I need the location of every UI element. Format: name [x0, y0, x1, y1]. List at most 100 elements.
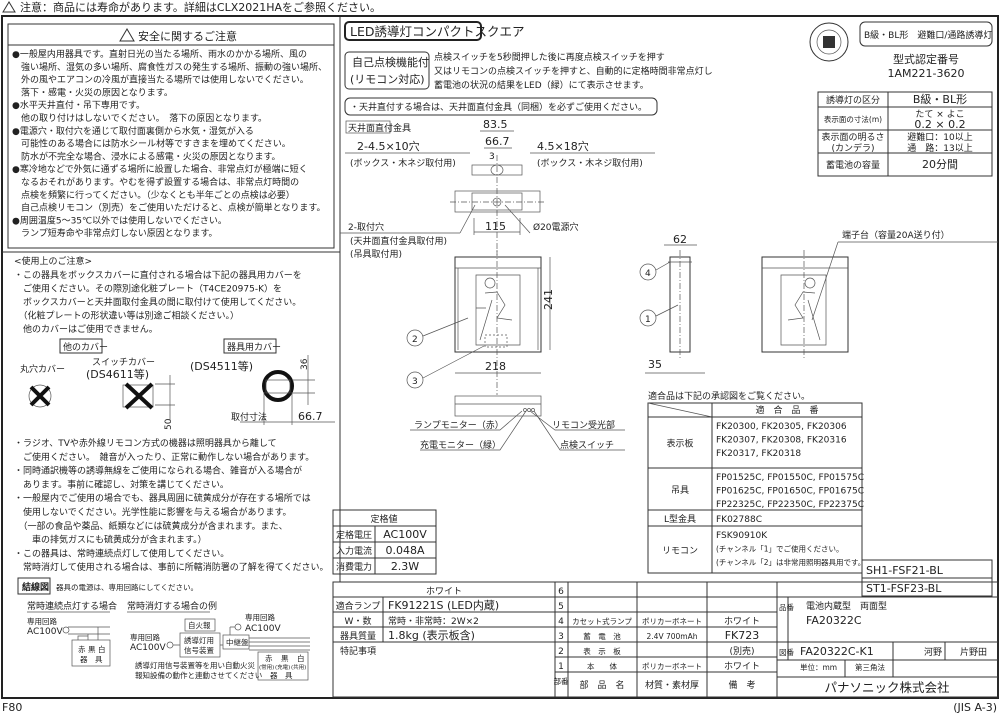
- callout-3: 3: [412, 377, 418, 387]
- rating-value: 0.048A: [385, 544, 424, 557]
- cert-value: 通 路：13以上: [907, 142, 972, 154]
- desc-line: 又はリモコンの点検スイッチを押すと、自動的に定格時間非常点灯し: [434, 65, 713, 77]
- desc-line: 点検スイッチを5秒間押した後に再度点検スイッチを押す: [434, 51, 665, 63]
- part-number: 2: [558, 647, 564, 657]
- part-name: 本 体: [587, 661, 617, 671]
- safety-line: ●一般屋内用器具です。直射日光の当たる場所、雨水のかかる場所、風の: [12, 48, 307, 60]
- usage-line: ご使用ください。 雑音が入ったり、正常に動作しない場合があります。: [14, 451, 314, 463]
- switch-cover-model: (DS4611等): [86, 367, 149, 381]
- callout-4: 4: [645, 269, 651, 279]
- approval-number: 1AM221-3620: [888, 67, 965, 80]
- mount-dim-label: 取付寸法: [231, 411, 267, 423]
- projection-label: 第三角法: [855, 662, 885, 672]
- wire-red-2: 赤: [265, 654, 273, 663]
- mount-use-1: (天井面直付金具取付用): [350, 235, 447, 247]
- rating-value: AC100V: [383, 528, 427, 541]
- callout-2: 2: [412, 335, 418, 345]
- spec-value: FK91221S (LED内蔵): [388, 598, 499, 612]
- cert-value: B級・BL形: [913, 93, 967, 106]
- safety-line: ●電源穴・取付穴を通じて取付面裏側から水気・湿気が入る: [12, 125, 254, 137]
- terminal-block-label: 端子台（容量20A送り付）: [842, 229, 950, 241]
- fixture-cover-label: 器具用カバー: [227, 342, 281, 353]
- spec-value: 1.8kg (表示板含): [388, 628, 475, 642]
- spec-key: 適合ランプ: [336, 600, 381, 612]
- mount-use-2: (吊具取付用): [350, 249, 402, 260]
- dim-218: 218: [485, 360, 506, 373]
- ac-label: AC100V: [27, 627, 63, 637]
- cert-value: 20分間: [922, 158, 958, 171]
- mount-hole-label: 2-取付穴: [348, 221, 384, 233]
- safety-line: 可能性のある場合には防水シール材等ですきまを埋めてください。: [12, 138, 291, 150]
- cert-key: 表示面の明るさ: [821, 131, 884, 143]
- approval-label: 型式認定番号: [893, 52, 959, 66]
- dim-66-7: 66.7: [298, 410, 323, 423]
- product-number: FA20322C: [806, 614, 862, 627]
- part-note: ホワイト: [724, 661, 760, 672]
- unit-label: 単位：mm: [800, 662, 837, 672]
- wiring-note-2a: 誘導灯用信号装置等を用い自動火災: [135, 660, 255, 670]
- usage-line: 車の排気ガスにも硫黄成分が含まれます。）: [14, 534, 207, 546]
- product-type: 電池内蔵型 両面型: [806, 600, 887, 612]
- wire-white: 白: [98, 644, 106, 654]
- compatible-value: FK20317, FK20318: [716, 449, 801, 459]
- part-number: 1: [558, 662, 564, 672]
- case1-title: 常時連続点灯する場合: [27, 600, 117, 612]
- spec-key: 特記事項: [340, 645, 376, 657]
- dedicated-circuit-label-2: 専用回路: [130, 632, 160, 642]
- round-cover-label: 丸穴カバー: [20, 363, 65, 375]
- usage-line: ・一般屋内でご使用の場合でも、器具周囲に硫黄成分が存在する場所では: [14, 492, 311, 504]
- safety-line: 防水が不完全な場合、浸水による感電・火災の原因となります。: [12, 150, 281, 162]
- dim-83-5: 83.5: [483, 118, 508, 131]
- running-man-icon: [804, 277, 816, 289]
- part-number: 4: [558, 617, 564, 627]
- running-man-icon: [484, 277, 496, 289]
- usage-line: ・この器具は、常時連続点灯して使用してください。: [14, 547, 229, 559]
- fixture-label-2: 器 具: [270, 671, 293, 680]
- usage-line: ・同時通訳機等の誘導無線をご使用になられる場合、雑音が入る場合が: [14, 465, 302, 477]
- compatible-header: 適 合 品 番: [755, 404, 818, 416]
- part-material: ポリカーボネート: [642, 617, 702, 626]
- check-switch-label: 点検スイッチ: [560, 439, 614, 451]
- remote-support-label: (リモコン対応): [350, 72, 425, 86]
- product-title: LED誘導灯コンパクトスクエア: [350, 24, 525, 39]
- hole-b-use: (ボックス・木ネジ取付用): [537, 157, 643, 169]
- person-2: 片野田: [960, 646, 987, 658]
- fixture-cover-model: (DS4511等): [190, 359, 253, 373]
- dim-241: 241: [542, 289, 555, 310]
- spec-key: 器具質量: [340, 630, 376, 642]
- compatible-value: FK20300, FK20305, FK20306: [716, 422, 847, 432]
- person-1: 河野: [924, 646, 942, 658]
- usage-line: （化粧プレートの形状違い等は別途ご相談ください。）: [14, 310, 239, 322]
- series-code: SH1-FSF21-BL: [866, 564, 944, 577]
- safety-line: 落下・感電・火災の原因となります。: [12, 86, 173, 98]
- usage-line: 他のカバーはご使用できません。: [14, 323, 158, 335]
- spec-value: 常時・非常時：2W×2: [388, 615, 479, 627]
- usage-line: あります。事前に確認し、対策を講じてください。: [14, 478, 229, 490]
- dedicated-circuit-label: 専用回路: [27, 616, 57, 626]
- front-view-drawing: 241 218 2 3 ランプモニター（赤） 充電モニター（緑） リモコン受光部…: [406, 250, 625, 451]
- usage-line: ボックスカバーと天井面取付金具の間に取付けて使用してください。: [14, 296, 301, 308]
- safety-line: なるおそれがあります。やむを得ず設置する場合は、非常点灯時間の: [12, 176, 299, 188]
- usage-section: <使用上のご注意> ・この器具をボックスカバーに直付される場合は下記の器具用カバ…: [14, 255, 335, 573]
- hole-b-label: 4.5×18穴: [537, 139, 589, 153]
- rating-key: 消費電力: [336, 561, 372, 573]
- usage-line: ご使用ください。その際別途化粧プレート（T4CE20975-K）を: [14, 283, 282, 295]
- compatible-key: リモコン: [662, 547, 698, 557]
- rating-title: 定格値: [370, 513, 397, 525]
- part-note: ホワイト: [724, 616, 760, 627]
- header-notice-text: 注意：商品には寿命があります。詳細はCLX2021HAをご参照ください。: [20, 0, 381, 14]
- dim-3: 3: [489, 152, 495, 162]
- cert-key: 表示面の寸法(m): [824, 114, 882, 124]
- company-name: パナソニック株式会社: [824, 680, 949, 695]
- part-material: ポリカーボネート: [642, 662, 702, 671]
- common-label: (共用): [291, 663, 306, 671]
- part-name: 蓄 電 池: [583, 631, 621, 641]
- compatible-key: 吊具: [671, 485, 689, 496]
- dim-115: 115: [485, 220, 506, 233]
- dim-36: 36: [300, 358, 310, 370]
- cert-value: たて × よこ: [915, 109, 964, 120]
- compatible-note: 適合品は下記の承認図をご覧ください。: [648, 390, 810, 402]
- dim-35: 35: [648, 358, 662, 371]
- usage-line: 常時消灯して使用される場合は、事前に所轄消防署の了解を得てください。: [14, 561, 328, 573]
